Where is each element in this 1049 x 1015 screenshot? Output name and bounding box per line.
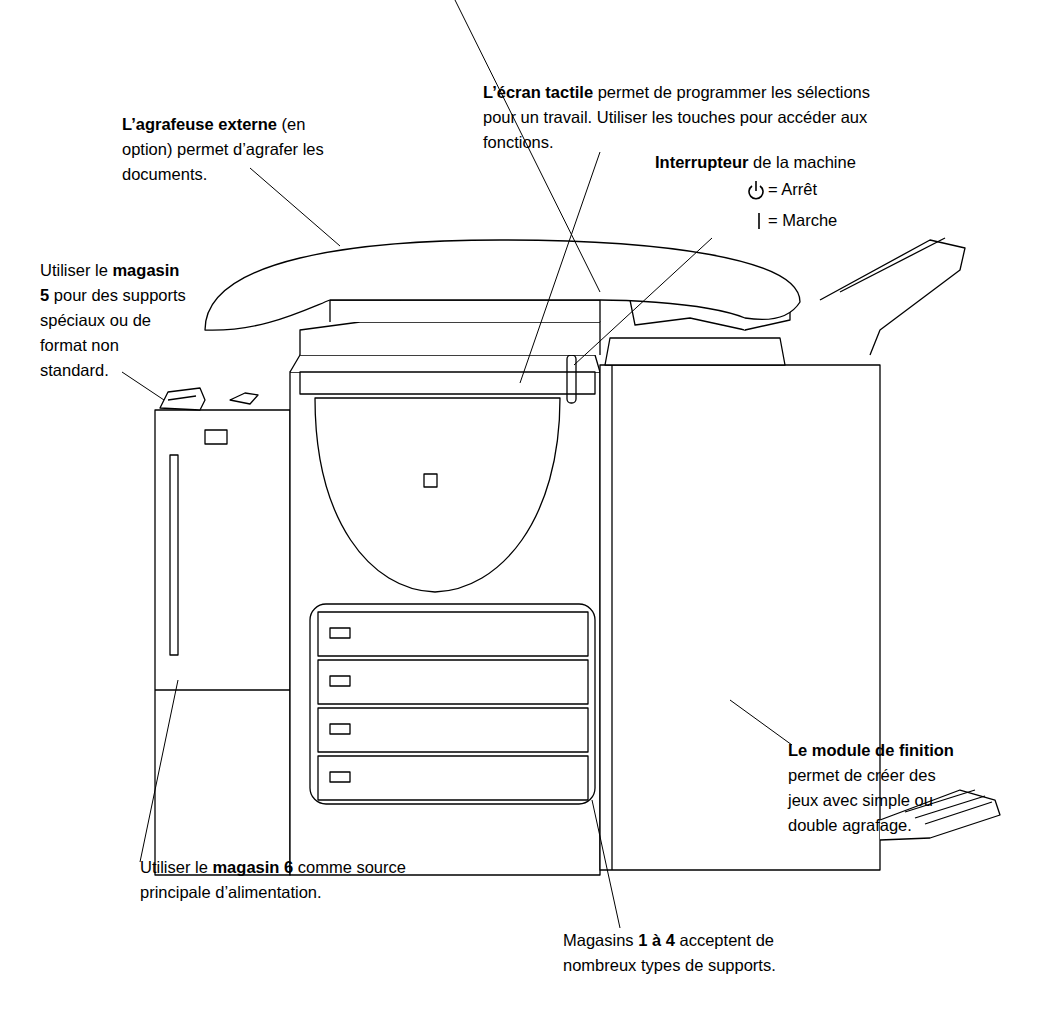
callout-text: permet de créer des jeux avec simple ou … <box>788 766 936 834</box>
feeder-body <box>330 300 600 322</box>
tray-6-seam <box>155 689 290 690</box>
leader-tray-5 <box>122 372 164 400</box>
callout-text: L’agrafeuse externe <box>122 115 277 133</box>
power-switch <box>567 355 576 403</box>
leader-switch <box>574 238 712 365</box>
tray-6-module <box>155 410 290 875</box>
leader-finisher <box>730 700 792 745</box>
callout-text: Utiliser le <box>40 261 108 279</box>
tray-4-handle <box>330 772 350 782</box>
trays-1-4-outline <box>310 604 595 804</box>
off-callout: = Arrêt <box>768 177 817 202</box>
callout-text: Interrupteur <box>655 153 749 171</box>
front-door <box>315 398 560 592</box>
tray-1 <box>318 612 588 656</box>
on-symbol <box>758 213 760 229</box>
finisher-top <box>605 338 785 365</box>
tray-3-handle <box>330 724 350 734</box>
control-panel <box>300 372 595 394</box>
tray-4 <box>318 756 588 800</box>
external-stapler <box>205 240 800 330</box>
callout-text: de la machine <box>753 153 856 171</box>
switch-callout: Interrupteur de la machine <box>655 150 856 175</box>
callout-text: magasin 6 <box>212 858 293 876</box>
power-symbols <box>749 181 763 229</box>
tray-6-handle <box>170 455 178 655</box>
leader-touchscreen <box>520 152 600 383</box>
callout-text: pour des supports spéciaux ou de format … <box>40 286 186 379</box>
tray-6-window <box>205 430 227 444</box>
callout-text: 1 à 4 <box>638 931 675 949</box>
tray-1-handle <box>330 628 350 638</box>
tray-5-callout: Utiliser le magasin 5 pour des supports … <box>40 258 190 383</box>
on-callout: = Marche <box>768 208 837 233</box>
callout-text: = Arrêt <box>768 180 817 198</box>
tray-2-handle <box>330 676 350 686</box>
callout-text: = Marche <box>768 211 837 229</box>
callout-text: Magasins <box>563 931 634 949</box>
tray-2 <box>318 660 588 704</box>
leader-stapler <box>250 168 340 246</box>
off-symbol-bar <box>755 181 757 191</box>
trays-1-4-callout: Magasins 1 à 4 acceptent de nombreux typ… <box>563 928 838 978</box>
stapler-callout: L’agrafeuse externe (en option) permet d… <box>122 112 350 187</box>
main-body <box>290 372 600 875</box>
bypass-guide-tab <box>230 393 258 404</box>
finisher-seam <box>611 365 612 870</box>
tray-3 <box>318 708 588 752</box>
callout-text: Utiliser le <box>140 858 208 876</box>
callout-text: Le module de finition <box>788 741 954 759</box>
touchscreen-callout: L’écran tactile permet de programmer les… <box>483 80 893 155</box>
bypass-tray-5 <box>160 388 205 410</box>
door-latch <box>424 474 437 487</box>
exit-tray-guide <box>840 238 945 292</box>
leader-trays-1-4 <box>592 800 620 928</box>
tray-6-callout: Utiliser le magasin 6 comme source princ… <box>140 855 460 905</box>
callout-text: L’écran tactile <box>483 83 593 101</box>
leader-lines <box>122 0 792 928</box>
leader-tray-6 <box>140 680 178 862</box>
feeder-base <box>300 322 600 355</box>
body-top <box>290 355 600 372</box>
bypass-guide <box>168 396 196 400</box>
finisher-exit-tray <box>820 240 965 355</box>
finisher-callout: Le module de finition permet de créer de… <box>788 738 960 838</box>
